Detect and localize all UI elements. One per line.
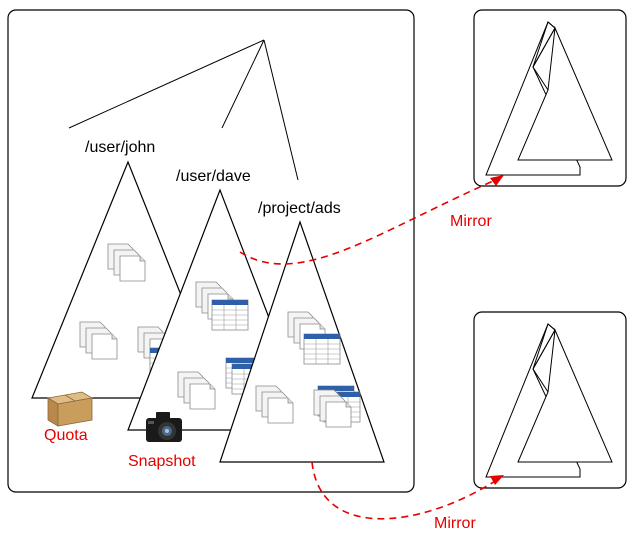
quota-label: Quota	[44, 427, 88, 444]
camera-icon	[146, 412, 182, 442]
mirror-box-bottom	[473, 311, 627, 489]
mirror-box-top	[473, 9, 627, 187]
snapshot-label: Snapshot	[128, 453, 196, 470]
mirror-label-top: Mirror	[450, 213, 492, 230]
tree-project-ads	[219, 220, 385, 463]
mirror-label-bottom: Mirror	[434, 515, 476, 532]
cardboard-box-icon	[46, 391, 94, 427]
mirror-arrow-bottom	[311, 461, 504, 520]
tree-label-project-ads: /project/ads	[258, 200, 341, 217]
tree-label-user-john: /user/john	[85, 139, 155, 156]
root-connector-lines	[68, 39, 299, 181]
tree-label-user-dave: /user/dave	[176, 168, 251, 185]
mirror-arrow-top	[239, 175, 504, 265]
